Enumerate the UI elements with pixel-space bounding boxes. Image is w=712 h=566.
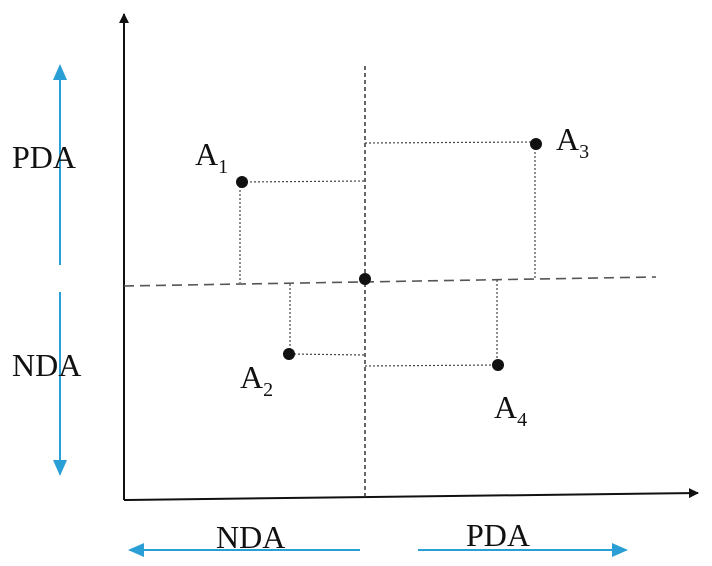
left-bottom-label: NDA [12,347,81,383]
left-top-label: PDA [12,139,76,175]
point-a4 [492,359,504,371]
label-a1: A1 [195,136,228,178]
label-a3: A3 [556,121,589,163]
bottom-right-label: PDA [466,517,530,553]
bottom-left-label: NDA [216,519,285,555]
point-a2 [283,348,295,360]
dotted-guides [239,141,536,367]
label-a4: A4 [494,389,527,431]
point-a3 [530,138,542,150]
label-a2: A2 [240,359,273,401]
point-a1 [236,176,248,188]
point-center [359,273,371,285]
x-axis [123,488,699,501]
horizontal-dashed-divider [123,276,657,287]
